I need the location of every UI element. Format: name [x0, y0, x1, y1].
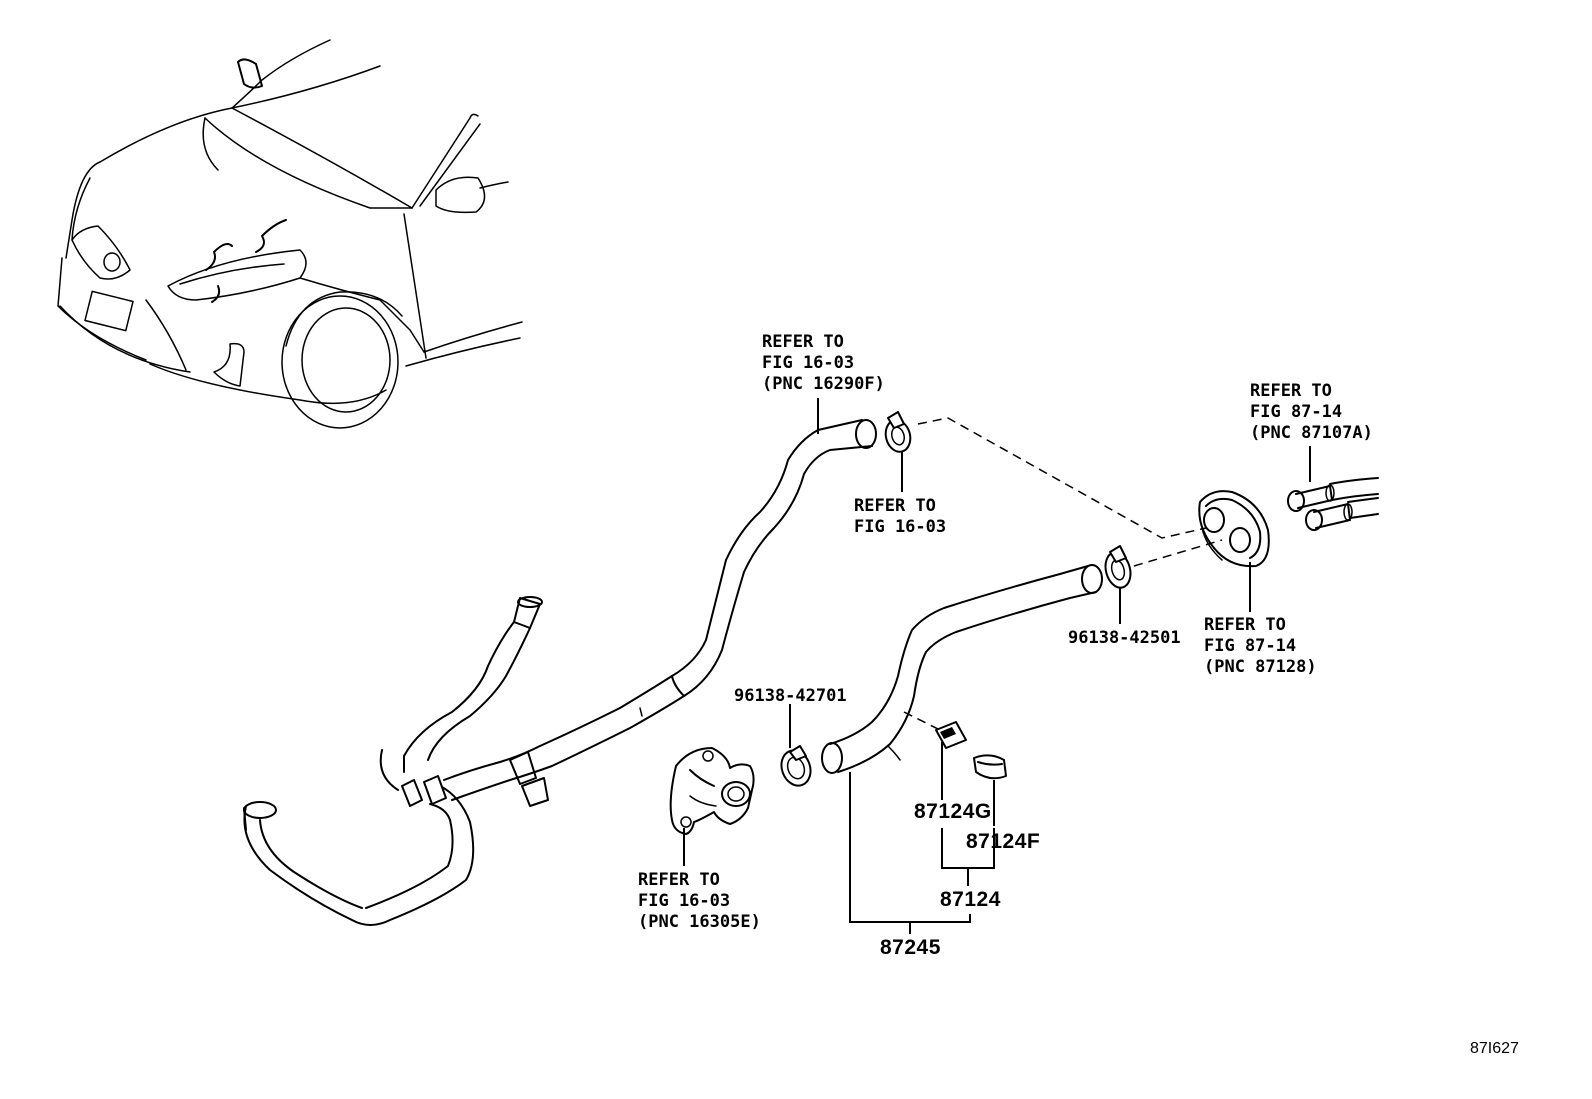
ref-16305e-line1: REFER TO	[638, 870, 720, 890]
part-87124[interactable]: 87124	[940, 888, 1001, 911]
ref-87107a-line2: FIG 87-14	[1250, 402, 1343, 422]
dashed-connection-upper	[917, 417, 1207, 539]
ref-87107a-line3: (PNC 87107A)	[1250, 423, 1373, 443]
ref-87128-line2: FIG 87-14	[1204, 636, 1297, 656]
part-87124f[interactable]: 87124F	[966, 830, 1041, 853]
heater-pipes-drawing	[1287, 477, 1379, 531]
ref-87107a-line1: REFER TO	[1250, 381, 1332, 401]
ref-87128-line3: (PNC 87128)	[1204, 657, 1317, 677]
ref-16290f-line3: (PNC 16290F)	[762, 374, 885, 394]
hose-87245-drawing	[821, 564, 1103, 774]
clamp-lower-drawing	[780, 745, 812, 787]
car-front-illustration	[57, 39, 523, 429]
water-outlet-part	[669, 747, 755, 835]
part-96138-42701[interactable]: 96138-42701	[734, 686, 847, 706]
ref-clip-line2: FIG 16-03	[854, 517, 947, 537]
ref-16290f-line2: FIG 16-03	[762, 353, 855, 373]
part-96138-42501[interactable]: 96138-42501	[1068, 628, 1181, 648]
part-87124g[interactable]: 87124G	[914, 800, 992, 823]
dashed-connection-clip	[903, 711, 941, 731]
clip-87124f-drawing	[973, 754, 1007, 780]
ref-16305e-line3: (PNC 16305E)	[638, 912, 761, 932]
clip-87124g-drawing	[935, 721, 967, 749]
ref-16290f-line1: REFER TO	[762, 332, 844, 352]
clip-16-03-drawing	[884, 411, 912, 453]
leader-lines	[683, 398, 1311, 934]
ref-clip-line1: REFER TO	[854, 496, 936, 516]
engine-hose-assembly	[243, 419, 877, 926]
grommet-87128-drawing	[1198, 490, 1270, 568]
ref-87128-line1: REFER TO	[1204, 615, 1286, 635]
diagram-code: 87I627	[1470, 1040, 1519, 1057]
ref-16305e-line2: FIG 16-03	[638, 891, 731, 911]
clamp-upper-drawing	[1104, 545, 1132, 589]
part-87245[interactable]: 87245	[880, 936, 941, 959]
dashed-connection-lower	[1133, 539, 1223, 567]
